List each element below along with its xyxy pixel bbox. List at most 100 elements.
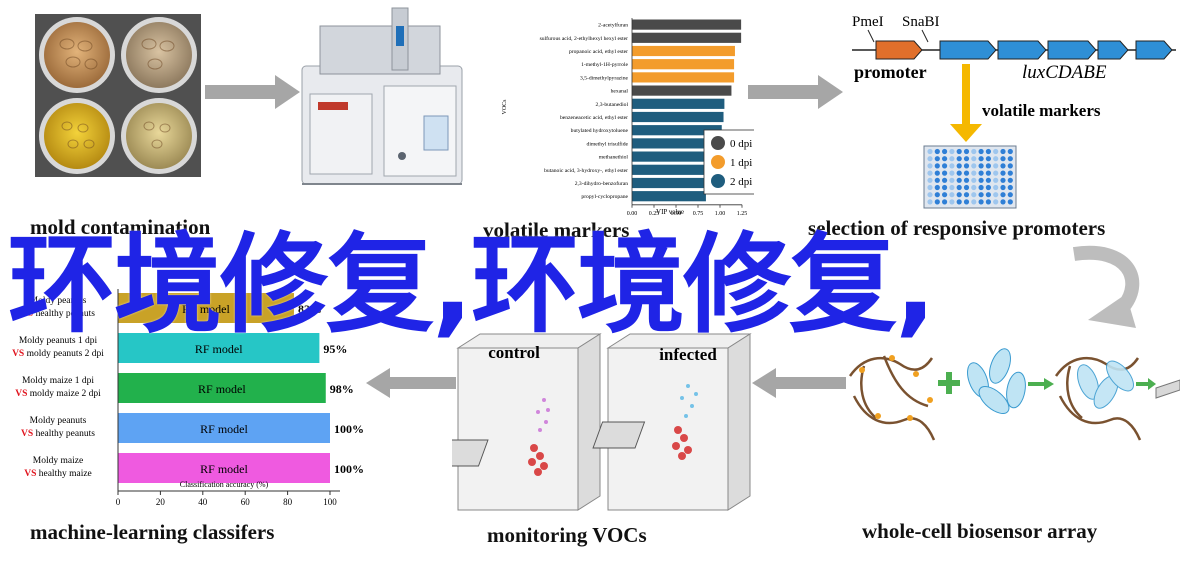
rf-x-tick-label: 60	[241, 497, 251, 507]
plate-well	[956, 156, 962, 162]
plate-well	[934, 177, 940, 183]
plate-well	[934, 156, 940, 162]
rf-x-tick-label: 100	[323, 497, 337, 507]
lux-gene-a	[1047, 40, 1097, 60]
voc-bar	[632, 111, 724, 123]
legend-label-1dpi: 1 dpi	[730, 157, 752, 169]
voc-category-label: benzeneacetic acid, ethyl ester	[560, 115, 628, 121]
plate-well	[978, 177, 984, 183]
plate-well	[971, 177, 977, 183]
rf-bar	[118, 373, 326, 403]
rf-bar	[118, 333, 320, 363]
voc-bar	[632, 32, 742, 43]
plate-well	[985, 192, 991, 198]
plate-well	[978, 184, 984, 191]
plate-well	[942, 170, 948, 176]
plate-well	[934, 192, 940, 198]
rf-category-b: VS healthy peanuts	[21, 309, 95, 319]
plate-well	[971, 184, 977, 191]
voc-category-label: 3,5-dimethylpyrazine	[580, 75, 629, 81]
voc-category-label: methanethiol	[599, 155, 629, 161]
petri-dish-photo	[35, 14, 201, 177]
arrow-right-2	[748, 75, 843, 109]
rf-bar	[118, 413, 330, 443]
caption-volatile-markers: volatile markers	[483, 218, 630, 242]
plate-well	[985, 177, 991, 183]
voc-bar	[632, 98, 725, 109]
label-volatile-markers: volatile markers	[982, 101, 1101, 120]
plate-well	[949, 177, 955, 183]
rf-x-tick-label: 20	[156, 497, 166, 507]
rf-category-a: Moldy maize 1 dpi	[22, 376, 94, 386]
arrow-right-1	[205, 75, 300, 109]
arrow-green-2	[1136, 378, 1156, 390]
rf-bar-label: RF model	[182, 302, 230, 316]
plate-well	[942, 177, 948, 183]
control-box	[452, 333, 602, 511]
voc-bar	[632, 72, 735, 83]
plate-well	[993, 170, 999, 176]
voc-bar	[632, 19, 742, 30]
voc-bar	[632, 138, 719, 149]
plate-well	[963, 177, 970, 183]
plate-well	[949, 170, 955, 176]
promoter-construct: PmeI SnaBI promoter luxCDABE volatile ma…	[852, 14, 1176, 209]
voc-category-label: 1-methyl-1H-pyrrole	[581, 62, 628, 68]
legend-dot-0dpi	[711, 136, 725, 150]
infected-box	[592, 333, 752, 511]
voc-legend: 0 dpi 1 dpi 2 dpi	[703, 129, 754, 195]
rf-value-label: 100%	[334, 422, 364, 436]
caption-ml-classifiers: machine-learning classifers	[30, 520, 275, 544]
voc-x-tick-label: 0.00	[627, 211, 638, 216]
voc-bar	[632, 177, 709, 189]
voc-category-label: 2-acetylfuran	[598, 22, 628, 29]
voc-category-label: butylated hydroxytoluene	[571, 128, 629, 134]
curved-arrow-icon	[1072, 245, 1140, 328]
lux-gene-b	[1097, 40, 1129, 60]
plate-well	[971, 148, 977, 155]
plate-well	[942, 163, 948, 169]
rf-x-tick-label: 40	[198, 497, 208, 507]
caption-biosensor-array: whole-cell biosensor array	[862, 519, 1098, 543]
rf-category-b: VS healthy peanuts	[21, 429, 95, 439]
label-promoter: promoter	[854, 62, 927, 82]
voc-category-label: 2,3-dihydro-benzofuran	[575, 180, 628, 187]
site-pmei: PmeI	[852, 14, 884, 30]
plate-well	[985, 156, 991, 162]
plate-well	[963, 156, 970, 162]
plate-well	[1000, 184, 1006, 191]
voc-bar	[632, 45, 735, 57]
plate-well	[1007, 184, 1013, 191]
plate-well	[949, 163, 955, 169]
plate-well	[1000, 192, 1006, 198]
lux-gene-e	[1135, 40, 1173, 60]
voc-category-label: dimethyl trisulfide	[587, 140, 629, 147]
plate-well	[934, 199, 940, 205]
plate-well	[1000, 156, 1006, 162]
gc-ms-instrument	[292, 6, 472, 192]
plate-well	[993, 184, 999, 191]
legend-dot-1dpi	[711, 155, 725, 169]
plate-well	[934, 148, 940, 155]
plate-well	[978, 192, 984, 198]
plate-well	[963, 192, 970, 198]
voc-category-label: propyl-cyclopropane	[581, 194, 628, 200]
plate-well	[978, 163, 984, 169]
plate-well	[971, 163, 977, 169]
plate-well	[1007, 148, 1013, 155]
plate-well	[993, 177, 999, 183]
voc-bar	[632, 151, 719, 162]
rf-bar-label: RF model	[200, 422, 248, 436]
rf-bar-label: RF model	[198, 382, 246, 396]
voc-bars	[632, 19, 742, 202]
plate-well	[1007, 163, 1013, 169]
plate-well	[1007, 192, 1013, 198]
plate-well	[927, 156, 933, 162]
caption-monitoring-vocs: monitoring VOCs	[487, 523, 647, 547]
plate-well	[963, 148, 970, 155]
rf-bar-label: RF model	[200, 462, 248, 476]
plate-well	[949, 199, 955, 205]
